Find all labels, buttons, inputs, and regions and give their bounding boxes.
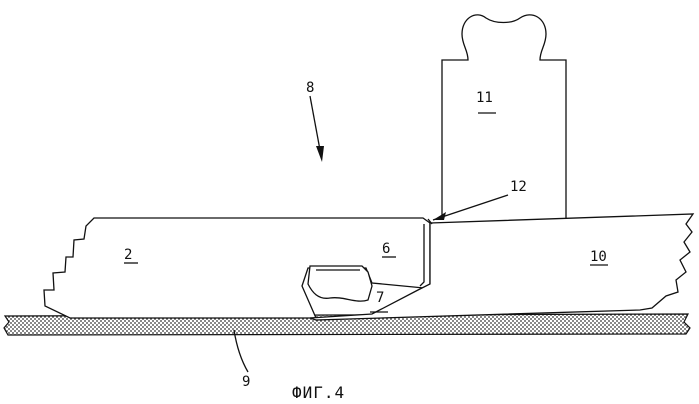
label-9: 9: [242, 374, 250, 390]
label-6: 6: [382, 241, 390, 257]
label-10: 10: [590, 249, 607, 265]
weight-11: [442, 15, 566, 220]
label-8: 8: [306, 80, 314, 96]
label-11: 11: [476, 90, 493, 106]
arrow-8-head: [316, 146, 324, 162]
label-7: 7: [376, 290, 384, 306]
figure-caption: ФИГ.4: [292, 383, 345, 402]
panel-2: [44, 218, 430, 318]
arrow-8-shaft: [310, 96, 320, 150]
hook-7: [308, 266, 372, 301]
label-2: 2: [124, 247, 132, 263]
label-12: 12: [510, 179, 527, 195]
leader-9: [234, 330, 248, 372]
